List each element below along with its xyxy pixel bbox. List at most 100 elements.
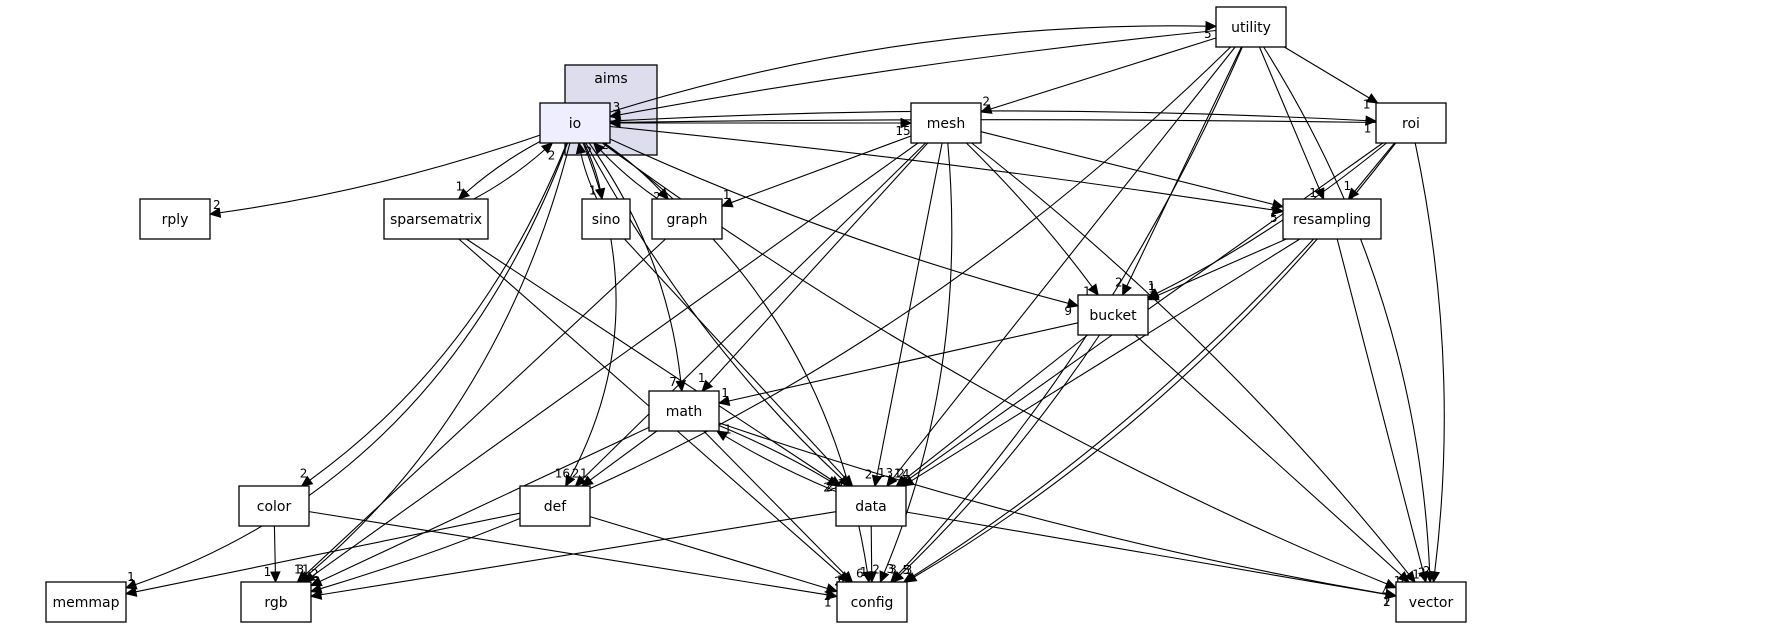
node-io[interactable]: io [539, 102, 611, 144]
node-data[interactable]: data [835, 485, 907, 527]
edge-weight-label: 2 [872, 563, 880, 577]
node-box[interactable] [539, 102, 611, 144]
arrowhead-icon [717, 395, 731, 407]
node-label: graph [667, 212, 708, 228]
edge-io-to-memmap: 1 [124, 142, 569, 590]
node-def[interactable]: def [519, 485, 591, 527]
edge-mesh-to-graph: 1 [720, 135, 912, 208]
node-math[interactable]: math [648, 390, 720, 432]
arrowhead-icon [1271, 199, 1285, 210]
edge-weight-label: 1 [294, 562, 302, 576]
edge-line [876, 142, 943, 477]
node-box[interactable] [648, 390, 720, 432]
node-utility[interactable]: utility [1215, 6, 1287, 48]
arrowhead-icon [309, 589, 323, 600]
node-rply[interactable]: rply [139, 198, 211, 240]
node-resampling[interactable]: resampling [1282, 198, 1382, 240]
node-roi[interactable]: roi [1375, 102, 1447, 144]
node-box[interactable] [1395, 581, 1467, 623]
edge-line [892, 46, 1236, 479]
arrowhead-icon [270, 571, 281, 584]
edge-line [589, 516, 828, 590]
arrowhead-icon [825, 583, 839, 594]
node-box[interactable] [240, 581, 312, 623]
node-sparsematrix[interactable]: sparsematrix [383, 198, 489, 240]
edge-line [304, 238, 666, 576]
edge-data-to-config: 1 [860, 525, 877, 584]
edge-line [320, 511, 837, 596]
edge-weight-label: 4 [902, 467, 910, 481]
arrowhead-icon [574, 474, 587, 487]
edge-data-to-vector: 2 [905, 511, 1398, 609]
edge-weight-label: 15 [895, 124, 910, 138]
edge-mesh-to-def: 2 [572, 142, 926, 487]
node-box[interactable] [910, 102, 982, 144]
node-mesh[interactable]: mesh [910, 102, 982, 144]
node-box[interactable] [651, 198, 723, 240]
arrowhead-icon [540, 142, 554, 154]
edge-resampling-to-data: 4 [902, 238, 1301, 487]
node-config[interactable]: config [836, 581, 908, 623]
edge-mesh-to-bucket: 1 [965, 142, 1099, 299]
arrowhead-icon [841, 570, 854, 583]
edge-data-to-rgb: 1 [309, 511, 837, 600]
edge-weight-label: 3 [297, 562, 305, 576]
node-graph[interactable]: graph [651, 198, 723, 240]
edge-weight-label: 3 [889, 562, 897, 576]
edge-io-to-rply: 2 [208, 134, 541, 218]
node-color[interactable]: color [238, 485, 310, 527]
edge-line [1126, 46, 1242, 287]
arrowhead-icon [457, 188, 471, 200]
edge-line [899, 334, 1101, 576]
edge-mesh-to-rgb: 1 [302, 142, 919, 583]
arrowhead-icon [1429, 570, 1441, 584]
edge-line [980, 131, 1274, 205]
edge-weight-label: 5 [837, 573, 845, 587]
arrowhead-icon [902, 571, 916, 583]
node-label: roi [1402, 116, 1420, 132]
edge-line [609, 125, 1274, 211]
edge-line [1156, 142, 1387, 294]
arrowhead-icon [826, 476, 840, 487]
node-box[interactable] [383, 198, 489, 240]
edge-weight-label: 2 [572, 466, 580, 480]
node-box[interactable] [1375, 102, 1447, 144]
node-sino[interactable]: sino [581, 198, 631, 240]
node-rgb[interactable]: rgb [240, 581, 312, 623]
node-box[interactable] [1215, 6, 1287, 48]
edge-line [965, 142, 1093, 288]
node-box[interactable] [1077, 294, 1149, 336]
edge-line [466, 238, 833, 481]
arrowhead-icon [979, 103, 993, 114]
node-box[interactable] [519, 485, 591, 527]
edge-weight-label: 1 [314, 580, 322, 594]
node-box[interactable] [139, 198, 211, 240]
edge-resampling-to-config: 5 [902, 238, 1315, 583]
node-box[interactable] [238, 485, 310, 527]
edge-line [903, 334, 1089, 481]
node-box[interactable] [581, 198, 631, 240]
node-box[interactable] [45, 581, 127, 623]
node-vector[interactable]: vector [1395, 581, 1467, 623]
edge-line [219, 134, 541, 214]
edge-weight-label: 1 [721, 386, 729, 400]
edge-resampling-to-vector: 1 [1336, 238, 1429, 584]
arrowhead-icon [1314, 187, 1325, 201]
arrowhead-icon [124, 586, 138, 597]
node-box[interactable] [835, 485, 907, 527]
node-bucket[interactable]: bucket [1077, 294, 1149, 336]
edge-line [718, 422, 1387, 595]
node-box[interactable] [836, 581, 908, 623]
node-box[interactable] [1282, 198, 1382, 240]
arrowhead-icon [208, 207, 222, 218]
edge-line [583, 142, 601, 190]
edge-line [609, 138, 1069, 304]
arrowhead-icon [1146, 290, 1160, 301]
edge-line [703, 430, 846, 576]
edge-weight-label: 1 [860, 565, 868, 579]
node-memmap[interactable]: memmap [45, 581, 127, 623]
edge-weight-label: 1 [127, 570, 135, 584]
edge-line [465, 141, 541, 193]
node-label: vector [1409, 595, 1454, 611]
edge-line [1263, 46, 1431, 573]
